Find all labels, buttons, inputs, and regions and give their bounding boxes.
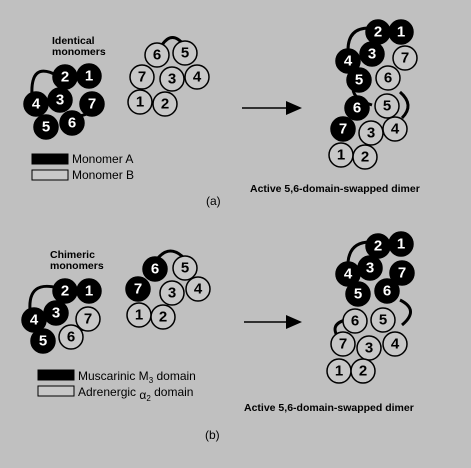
panel-b-dimer-m-domain-5: 5 [354, 286, 362, 303]
panel-b-dimer-a-domain-1: 1 [335, 363, 343, 380]
panel-a-mono-a-domain-6: 6 [68, 115, 76, 132]
panel-a-mono-b-domain-2: 2 [161, 96, 169, 113]
panel-a-dimer-b-domain-4: 4 [391, 121, 400, 138]
panel-b-title-line2: monomers [50, 260, 104, 272]
panel-b-chimera1-domain-6: 6 [67, 329, 75, 346]
panel-b-chimera2-domain-4: 4 [194, 281, 203, 298]
panel-b-chimera1-domain-5: 5 [39, 333, 47, 350]
panel-a-legend-swatch-b [31, 169, 69, 181]
panel-b-dimer-m-domain-1: 1 [397, 236, 405, 253]
panel-a-mono-a-domain-4: 4 [32, 96, 41, 113]
panel-b-dimer-m-domain-3: 3 [366, 260, 374, 277]
panel-a-dimer-a-domain-3: 3 [368, 46, 376, 63]
panel-a-legend-label-a: Monomer A [72, 152, 133, 166]
panel-a-mono-a-domain-3: 3 [56, 92, 64, 109]
panel-a-mono-b-domain-6: 6 [153, 47, 161, 64]
panel-b-arrow [244, 315, 302, 329]
panel-b-legend-label-muscarinic: Muscarinic M3 domain [78, 369, 196, 385]
panel-b-chimera2-domain-1: 1 [135, 307, 143, 324]
panel-b-legend-swatch-muscarinic [37, 369, 75, 381]
panel-b-label: (b) [205, 428, 220, 442]
panel-a-mono-a-domain-5: 5 [42, 119, 50, 136]
panel-b-dimer-a-domain-4: 4 [391, 336, 400, 353]
panel-a-label: (a) [206, 194, 221, 208]
panel-b-dimer-caption: Active 5,6-domain-swapped dimer [244, 402, 414, 414]
panel-a-dimer: 2 1 3 4 5 7 6 6 5 7 3 4 1 2 [328, 19, 418, 170]
panel-b-chimera1-domain-1: 1 [85, 283, 93, 300]
panel-a-mono-b-domain-7: 7 [138, 69, 146, 86]
panel-b-legend-label-adrenergic: Adrenergic α2 domain [78, 385, 193, 403]
panel-b-chimera2-domain-3: 3 [168, 285, 176, 302]
panel-b-dimer-a-domain-5: 5 [379, 312, 387, 329]
panel-a-mono-b-domain-3: 3 [168, 71, 176, 88]
panel-a-dimer-a-domain-2: 2 [374, 24, 382, 41]
panel-a-dimer-a-domain-7: 7 [339, 121, 347, 138]
panel-a-dimer-a-domain-6: 6 [353, 100, 361, 117]
panel-b-title-line1: Chimeric [50, 249, 95, 261]
panel-a-title-line2: monomers [52, 46, 106, 58]
panel-b-chimera-2: 6 5 7 3 4 1 2 [125, 249, 211, 330]
panel-b-chimera2-domain-2: 2 [159, 309, 167, 326]
panel-b-legend-swatch-adrenergic [37, 385, 75, 397]
panel-a-mono-b-domain-1: 1 [136, 94, 144, 111]
panel-a-monomer-b: 6 5 7 3 4 1 2 [127, 36, 210, 117]
panel-b-dimer-m-domain-2: 2 [374, 238, 382, 255]
panel-b-dimer-a-domain-2: 2 [359, 363, 367, 380]
panel-b-dimer-a-domain-7: 7 [339, 336, 347, 353]
panel-a-dimer-b-domain-6: 6 [384, 70, 392, 87]
panel-a-arrow [242, 101, 302, 115]
panel-a-legend-label-b: Monomer B [72, 168, 134, 182]
panel-a-dimer-b-domain-2: 2 [361, 149, 369, 166]
panel-b-dimer-m-domain-4: 4 [344, 266, 353, 283]
panel-a-dimer-a-domain-5: 5 [355, 72, 363, 89]
panel-b-chimera1-domain-4: 4 [30, 312, 39, 329]
panel-b-chimera1-domain-3: 3 [52, 305, 60, 322]
panel-b-chimera2-domain-6: 6 [151, 261, 159, 278]
panel-a-legend-swatch-a [31, 153, 69, 165]
panel-a-dimer-b-domain-1: 1 [337, 147, 345, 164]
panel-a-mono-b-domain-5: 5 [181, 45, 189, 62]
panel-a-dimer-a-domain-1: 1 [397, 24, 405, 41]
panel-b-dimer-m-domain-6: 6 [383, 283, 391, 300]
panel-b-dimer-a-domain-6: 6 [351, 313, 359, 330]
panel-b-chimera-1: 2 1 4 3 7 5 6 [21, 278, 102, 354]
panel-b-chimera1-domain-2: 2 [61, 283, 69, 300]
panel-a-mono-a-domain-7: 7 [88, 96, 96, 113]
panel-a-dimer-b-domain-3: 3 [367, 125, 375, 142]
panel-a-mono-a-domain-2: 2 [61, 69, 69, 86]
panel-b-chimera2-domain-7: 7 [134, 281, 142, 298]
panel-a-dimer-caption: Active 5,6-domain-swapped dimer [250, 183, 420, 195]
panel-a-dimer-a-domain-4: 4 [344, 53, 353, 70]
panel-b-chimera2-domain-5: 5 [181, 260, 189, 277]
panel-a-monomer-a: 2 1 4 3 7 5 6 [23, 63, 105, 140]
panel-b-dimer: 2 1 3 4 7 5 6 6 5 7 3 4 1 2 [326, 231, 415, 384]
panel-b-dimer-m-domain-7: 7 [398, 265, 406, 282]
panel-a-dimer-b-domain-7: 7 [401, 50, 409, 67]
panel-b-dimer-a-domain-3: 3 [365, 340, 373, 357]
panel-b-chimera1-domain-7: 7 [84, 311, 92, 328]
panel-a-title-line1: Identical [52, 35, 95, 47]
panel-a-dimer-b-domain-5: 5 [383, 98, 391, 115]
panel-a-mono-a-domain-1: 1 [85, 68, 93, 85]
panel-a-mono-b-domain-4: 4 [193, 69, 202, 86]
